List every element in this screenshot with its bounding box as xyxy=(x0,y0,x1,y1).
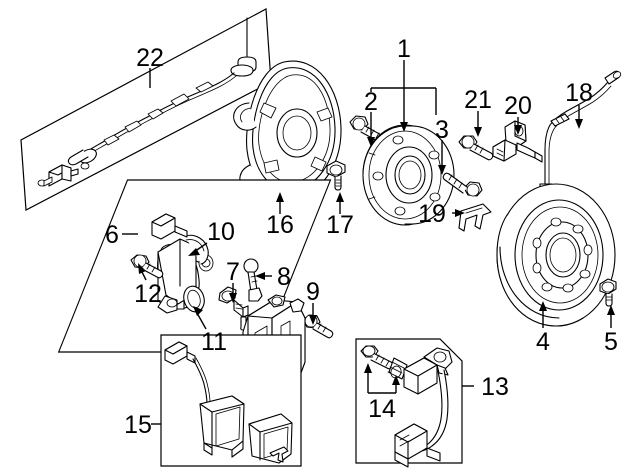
leader-12-arrowhead xyxy=(138,263,146,274)
callout-8[interactable]: 8 xyxy=(277,263,291,291)
leader-3-arrowhead xyxy=(438,165,446,175)
callout-15[interactable]: 15 xyxy=(124,411,152,439)
callout-numbers: 1 2 3 4 5 6 7 8 9 10 11 12 13 14 15 16 1… xyxy=(105,35,618,439)
callout-20[interactable]: 20 xyxy=(504,92,532,120)
part-caliper-guide-pin xyxy=(243,258,263,302)
callout-9[interactable]: 9 xyxy=(306,278,320,306)
callout-16[interactable]: 16 xyxy=(266,211,294,239)
leader-21-arrowhead xyxy=(474,127,482,137)
leader-11-arrowhead xyxy=(193,306,203,316)
callout-1[interactable]: 1 xyxy=(397,35,411,63)
leader-17-arrowhead xyxy=(336,192,344,202)
callout-6[interactable]: 6 xyxy=(105,221,119,249)
callout-22[interactable]: 22 xyxy=(136,44,164,72)
callout-3[interactable]: 3 xyxy=(435,116,449,144)
part-abs-sensor-bracket xyxy=(492,120,543,163)
harness-small-bolt xyxy=(37,176,53,187)
leader-14-arrowhead-left xyxy=(364,363,372,373)
harness-end-plug xyxy=(67,148,97,166)
callout-21[interactable]: 21 xyxy=(464,86,492,114)
leader-14-arrowhead-right xyxy=(392,375,400,385)
part-bracket-bushing-14 xyxy=(387,357,408,380)
part-wheel-hub-bearing-assembly xyxy=(362,124,455,226)
leader-5-arrowhead xyxy=(607,305,615,315)
callout-7[interactable]: 7 xyxy=(226,258,240,286)
part-caliper-mounting-bracket xyxy=(394,347,453,468)
callout-leaders xyxy=(122,60,615,425)
leader-7-arrowhead xyxy=(229,293,237,303)
leader-20-arrowhead xyxy=(514,125,522,135)
leader-4-arrowhead xyxy=(539,301,547,311)
callout-2[interactable]: 2 xyxy=(364,88,378,116)
callout-17[interactable]: 17 xyxy=(326,211,354,239)
part-pad-retaining-spring-clip xyxy=(458,203,492,232)
callout-5[interactable]: 5 xyxy=(604,328,618,356)
leader-1-arrowhead xyxy=(400,122,408,132)
callout-18[interactable]: 18 xyxy=(565,79,593,107)
part-rotor-retaining-screw xyxy=(599,278,617,307)
leader-10-arrowhead xyxy=(188,248,200,256)
leader-16-arrowhead xyxy=(276,192,284,202)
part-brake-pad-set xyxy=(164,341,293,464)
harness-clips xyxy=(103,81,214,146)
part-caliper-bolt-12 xyxy=(130,254,164,279)
part-sensor-bracket-bolt-21 xyxy=(458,135,494,161)
callout-13[interactable]: 13 xyxy=(481,373,509,401)
part-abs-sensor-plug-right xyxy=(230,17,257,77)
callout-12[interactable]: 12 xyxy=(134,280,162,308)
part-brake-caliper-body xyxy=(151,213,214,314)
part-brake-rotor-disc xyxy=(496,183,616,327)
part-hub-bolt-3 xyxy=(442,172,483,197)
callout-14[interactable]: 14 xyxy=(368,395,396,423)
part-dust-shield-bolt xyxy=(326,160,346,191)
leader-8-arrowhead xyxy=(255,272,265,280)
leader-19-arrowhead xyxy=(455,209,465,217)
callout-19[interactable]: 19 xyxy=(418,200,446,228)
leader-18-arrowhead xyxy=(575,119,583,129)
leader-2-arrowhead xyxy=(367,137,375,147)
leader-9-arrowhead xyxy=(309,315,317,325)
callout-4[interactable]: 4 xyxy=(536,328,550,356)
callout-10[interactable]: 10 xyxy=(207,218,235,246)
panel-abs-sensor-harness xyxy=(20,8,272,211)
callout-11[interactable]: 11 xyxy=(201,328,227,356)
